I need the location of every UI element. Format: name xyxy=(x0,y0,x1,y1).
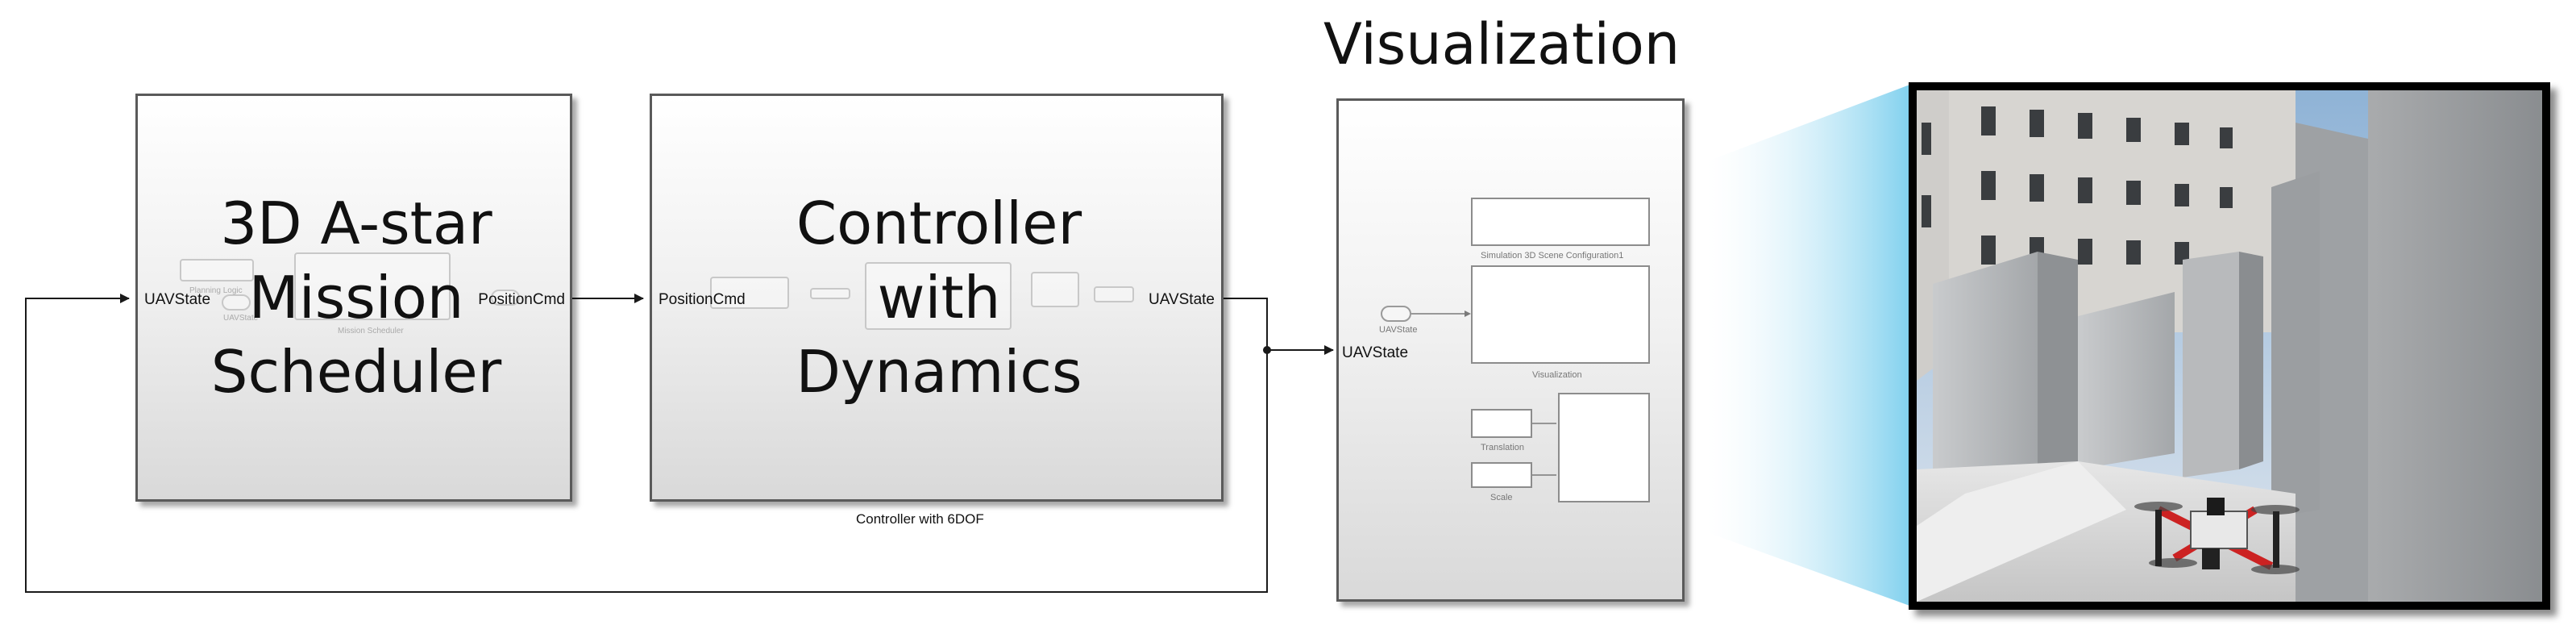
scene-config-label: Simulation 3D Scene Configuration1 xyxy=(1481,251,1624,261)
ghost-ctrl-sub2 xyxy=(810,288,850,299)
ghost-ctrl-sub1 xyxy=(710,277,789,309)
scale-label: Scale xyxy=(1490,493,1513,502)
visualization-in-port: UAVState xyxy=(1342,344,1409,361)
vis-in-port-shape xyxy=(1381,306,1411,322)
ghost-planning-label: Planning Logic xyxy=(189,286,243,295)
scene-sub-block xyxy=(1558,393,1650,502)
vis-inner-arrow xyxy=(1411,311,1556,476)
vis-in-port-label: UAVState xyxy=(1379,325,1418,335)
ghost-uavstate-port xyxy=(222,294,251,311)
visualization-block[interactable]: UAVState Simulation 3D Scene Configurati… xyxy=(1336,98,1685,602)
scale-block xyxy=(1471,462,1532,488)
controller-in-port: PositionCmd xyxy=(659,291,746,308)
ghost-ctrl-sub3 xyxy=(865,262,1012,330)
ghost-mission-label: Mission Scheduler xyxy=(338,327,404,336)
controller-block[interactable]: Controller with Dynamics PositionCmd UAV… xyxy=(650,94,1224,502)
translation-block xyxy=(1471,409,1532,438)
translation-label: Translation xyxy=(1481,443,1525,452)
ghost-out-port xyxy=(491,290,520,306)
ghost-ctrl-sub4 xyxy=(1031,272,1079,307)
controller-block-title: Controller with Dynamics xyxy=(796,190,1082,406)
ghost-ctrl-sub5 xyxy=(1094,286,1134,302)
mission-block-title: 3D A-star Mission Scheduler xyxy=(210,190,502,406)
controller-caption: Controller with 6DOF xyxy=(856,511,984,527)
zoom-beam xyxy=(1707,84,1912,607)
scene-drawing xyxy=(1917,90,2542,602)
mission-out-port: PositionCmd xyxy=(478,291,565,308)
mission-in-port: UAVState xyxy=(144,291,211,308)
mission-scheduler-block[interactable]: Planning Logic UAVState Mission Schedule… xyxy=(135,94,572,502)
controller-out-port: UAVState xyxy=(1148,291,1215,308)
scene-config-block xyxy=(1471,198,1650,246)
ghost-uavstate-label: UAVState xyxy=(223,314,259,323)
drone-icon xyxy=(2134,498,2300,574)
feedback-line xyxy=(25,294,1268,593)
vis-sim-label: Visualization xyxy=(1532,370,1582,380)
3d-uav-scene-image xyxy=(1909,82,2550,610)
vis-sim-block xyxy=(1471,265,1650,364)
ghost-planning-logic xyxy=(180,259,254,281)
visualization-title: Visualization xyxy=(1323,11,1681,77)
ghost-mission-scheduler xyxy=(294,252,451,320)
